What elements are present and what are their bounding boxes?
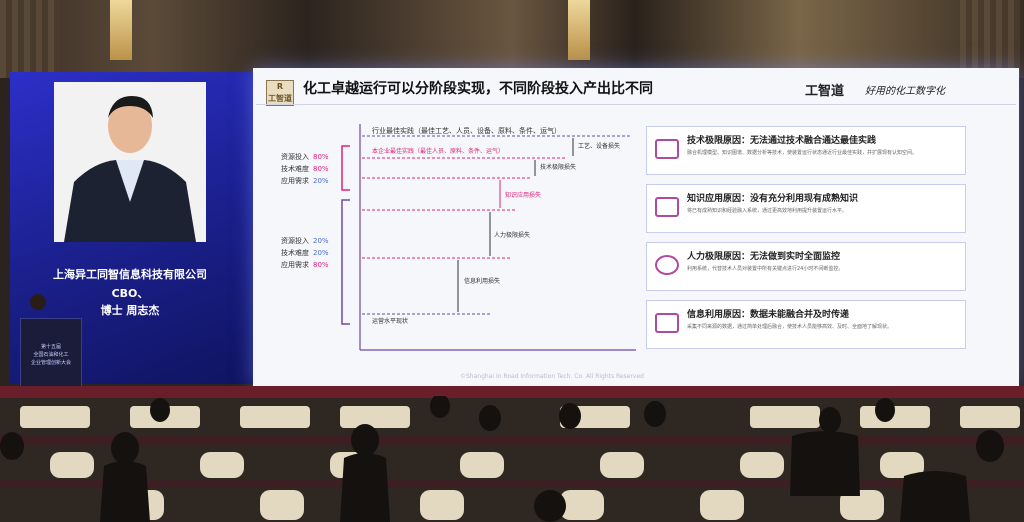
knowledge-loss-label: 知识应用损失 xyxy=(505,192,542,199)
wall-light xyxy=(568,0,590,60)
wall-light xyxy=(110,0,132,60)
tech-loss-label: 技术极限损失 xyxy=(540,164,577,171)
reason-card-knowledge: 知识应用原因：没有充分利用现有成熟知识 将已有成熟知识和经验融入系统，通过更高效… xyxy=(646,184,966,233)
logo-text: 工智道 xyxy=(268,94,292,103)
speaker-name: 博士 周志杰 xyxy=(100,304,160,317)
monitor-icon xyxy=(655,255,679,275)
reason-card-human: 人力极限原因：无法做到实时全面监控 利用系统，代替技术人员对装置中所有关键点进行… xyxy=(646,242,966,291)
curtain-right xyxy=(960,0,1020,78)
speaker-role: CBO、 xyxy=(111,287,149,300)
stage-edge xyxy=(0,386,1024,400)
podium-line: 企业管理创新大会 xyxy=(30,360,71,366)
sofa-icon xyxy=(655,197,679,217)
speaker-photo xyxy=(54,82,206,242)
card-text: 融合机理模型、知识图谱、数据分析等技术，使装置运行状态通近行业最佳实践，并扩展现… xyxy=(687,150,918,156)
human-loss-label: 人力极限损失 xyxy=(494,232,531,239)
card-text: 利用系统，代替技术人员对装置中所有关键点进行24小时不间断监控。 xyxy=(687,266,844,272)
card-text: 采集不同来源的数据，通过简单处理后融合，使技术人员能够高效、及时、全面地了解现状… xyxy=(687,324,893,330)
stage-diagram xyxy=(341,124,636,351)
slide-title: 化工卓越运行可以分阶段实现，不同阶段投入产出比不同 xyxy=(303,81,653,97)
speaker-company: 上海异工同智信息科技有限公司 xyxy=(53,268,207,281)
podium-line: 第十五届 xyxy=(40,344,61,350)
reason-card-info: 信息利用原因：数据未能融合并及时传递 采集不同来源的数据，通过简单处理后融合，使… xyxy=(646,300,966,349)
card-title: 人力极限原因：无法做到实时全面监控 xyxy=(687,252,841,262)
process-loss-label: 工艺、设备损失 xyxy=(578,143,621,150)
industry-best-line: 行业最佳实践（最佳工艺、人员、设备、原料、条件、运气） xyxy=(372,127,561,135)
brand-name: 工智道 xyxy=(805,84,845,99)
chat-icon xyxy=(655,313,679,333)
company-best-line: 本企业最佳实践（最佳人员、原料、条件、运气） xyxy=(372,148,505,155)
current-level-label: 运营水平现状 xyxy=(372,318,409,325)
podium-line: 全国石油和化工 xyxy=(33,352,69,358)
card-title: 知识应用原因：没有充分利用现有成熟知识 xyxy=(687,194,859,204)
toolbox-icon xyxy=(655,139,679,159)
ceiling-backdrop xyxy=(0,0,1024,78)
curtain-left xyxy=(0,0,60,78)
podium-sign: 第十五届 全国石油和化工 企业管理创新大会 xyxy=(24,343,78,367)
card-title: 信息利用原因：数据未能融合并及时传递 xyxy=(687,310,850,320)
brand-slogan: 好用的化工数字化 xyxy=(865,86,945,97)
title-separator xyxy=(256,104,1016,105)
card-title: 技术极限原因：无法通过技术融合通达最佳实践 xyxy=(687,136,877,146)
reason-card-tech: 技术极限原因：无法通过技术融合通达最佳实践 融合机理模型、知识图谱、数据分析等技… xyxy=(646,126,966,175)
audience-seats xyxy=(0,396,1024,522)
card-text: 将已有成熟知识和经验融入系统，通过更高效地利用提升装置运行水平。 xyxy=(687,208,848,214)
info-loss-label: 信息利用损失 xyxy=(464,278,501,285)
slide-footer: ©Shanghai In Road Information Tech. Co. … xyxy=(460,373,644,380)
